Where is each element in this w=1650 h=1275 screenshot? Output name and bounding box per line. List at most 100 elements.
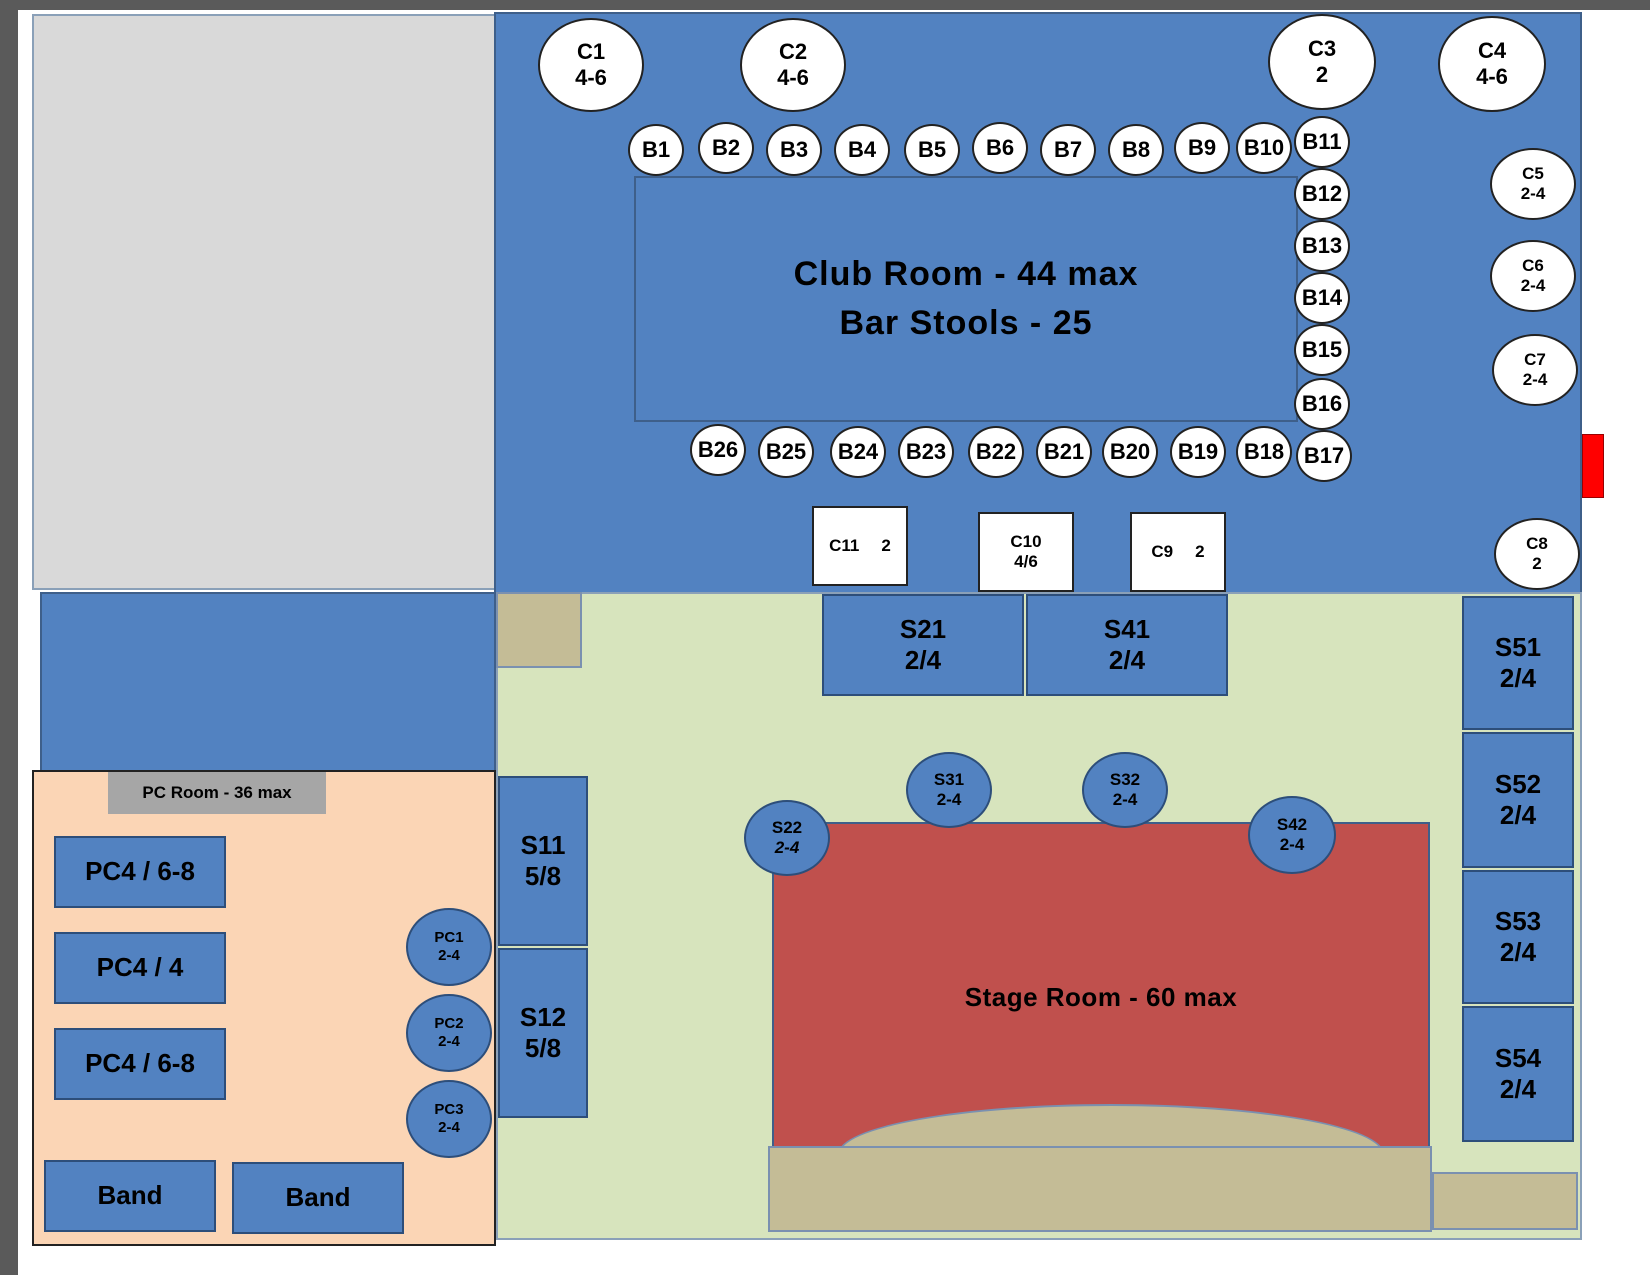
unused-area [32,14,496,590]
pc-table-pc1[interactable]: PC1 2-4 [406,908,492,986]
table-id: PC1 [434,929,464,946]
stool-label: B8 [1121,136,1151,162]
stage-table-s42[interactable]: S42 2-4 [1248,796,1336,874]
stool-label: B12 [1301,180,1343,206]
stage-table-s31[interactable]: S31 2-4 [906,752,992,828]
club-table-c6[interactable]: C6 2-4 [1490,240,1576,312]
club-table-c7[interactable]: C7 2-4 [1492,334,1578,406]
pc-table-pc2[interactable]: PC2 2-4 [406,994,492,1072]
band-area-1[interactable]: Band [44,1160,216,1232]
table-seats: 2-4 [1279,835,1305,854]
pc-table-1[interactable]: PC4 / 6-8 [54,836,226,908]
table-seats: 2-4 [936,790,962,809]
club-table-c4[interactable]: C4 4-6 [1438,16,1546,112]
bar-stool-b1[interactable]: B1 [628,124,684,176]
club-table-c8[interactable]: C8 2 [1494,518,1580,590]
band-area-2[interactable]: Band [232,1162,404,1234]
club-table-c1[interactable]: C1 4-6 [538,18,644,112]
stool-label: B18 [1243,438,1285,464]
hallway-area [40,592,496,772]
table-id: S41 [1103,613,1151,644]
stage-table-s32[interactable]: S32 2-4 [1082,752,1168,828]
stage-table-s53[interactable]: S53 2/4 [1462,870,1574,1004]
stool-label: B4 [847,136,877,162]
bar-stool-b10[interactable]: B10 [1236,122,1292,174]
bar-stool-b19[interactable]: B19 [1170,426,1226,478]
bar-stool-b17[interactable]: B17 [1296,430,1352,482]
stool-label: B19 [1177,438,1219,464]
table-id: C4 [1477,37,1507,63]
club-table-c3[interactable]: C3 2 [1268,14,1376,110]
bar-stool-b14[interactable]: B14 [1294,272,1350,324]
table-id: C7 [1524,349,1546,369]
stage-table-s51[interactable]: S51 2/4 [1462,596,1574,730]
club-room-title-block: Club Room - 44 max Bar Stools - 25 [634,250,1298,349]
stage-table-s41[interactable]: S41 2/4 [1026,594,1228,696]
stage-table-s54[interactable]: S54 2/4 [1462,1006,1574,1142]
stool-label: B2 [711,134,741,160]
table-id: C8 [1526,533,1548,553]
table-seats: 5/8 [524,861,562,891]
bar-stool-b9[interactable]: B9 [1174,122,1230,174]
window-frame-top [18,0,1650,10]
bar-stool-b21[interactable]: B21 [1036,426,1092,478]
bar-stool-b7[interactable]: B7 [1040,124,1096,176]
stage-table-s22[interactable]: S22 2-4 [744,800,830,876]
table-id: C1 [576,38,606,64]
table-id: S42 [1276,814,1308,834]
band-label: Band [285,1182,351,1213]
bar-stool-b13[interactable]: B13 [1294,220,1350,272]
table-seats: 2 [881,535,891,555]
table-id: S31 [933,769,965,789]
table-seats: 2-4 [1112,790,1138,809]
bar-stool-b4[interactable]: B4 [834,124,890,176]
table-seats: 2/4 [1499,663,1537,693]
bar-stool-b25[interactable]: B25 [758,426,814,478]
table-id: S51 [1494,631,1542,662]
club-table-c9[interactable]: C9 2 [1130,512,1226,592]
table-seats: 2/4 [1499,800,1537,830]
bar-stool-b15[interactable]: B15 [1294,324,1350,376]
club-table-c10[interactable]: C10 4/6 [978,512,1074,592]
stool-label: B11 [1302,128,1342,154]
table-seats: 2-4 [1520,184,1546,203]
club-table-c11[interactable]: C11 2 [812,506,908,586]
table-seats: 2/4 [1499,1074,1537,1104]
pc-table-2[interactable]: PC4 / 4 [54,932,226,1004]
pc-table-pc3[interactable]: PC3 2-4 [406,1080,492,1158]
bar-stool-b23[interactable]: B23 [898,426,954,478]
table-id: C9 [1151,541,1174,561]
bar-stool-b24[interactable]: B24 [830,426,886,478]
stage-table-s11[interactable]: S11 5/8 [498,776,588,946]
bar-stool-b3[interactable]: B3 [766,124,822,176]
club-table-c5[interactable]: C5 2-4 [1490,148,1576,220]
stage-table-s12[interactable]: S12 5/8 [498,948,588,1118]
bar-stool-b11[interactable]: B11 [1294,116,1350,168]
club-table-c2[interactable]: C2 4-6 [740,18,846,112]
table-label: PC4 / 4 [96,952,184,983]
bar-stool-b8[interactable]: B8 [1108,124,1164,176]
bar-stool-b26[interactable]: B26 [690,424,746,476]
stool-label: B16 [1301,390,1343,416]
stage-side-platform [1432,1172,1578,1230]
bar-stool-b22[interactable]: B22 [968,426,1024,478]
bar-stool-b2[interactable]: B2 [698,122,754,174]
table-seats: 2-4 [1522,370,1548,389]
stage-table-s21[interactable]: S21 2/4 [822,594,1024,696]
pc-table-3[interactable]: PC4 / 6-8 [54,1028,226,1100]
stool-label: B15 [1301,336,1343,362]
exit-marker [1582,434,1604,498]
stool-label: B5 [917,136,947,162]
bar-stool-b5[interactable]: B5 [904,124,960,176]
stage-platform [772,822,1430,1152]
table-seats: 2-4 [438,947,460,964]
bar-stool-b16[interactable]: B16 [1294,378,1350,430]
table-seats: 4-6 [1476,64,1508,89]
bar-stool-b18[interactable]: B18 [1236,426,1292,478]
bar-stool-b20[interactable]: B20 [1102,426,1158,478]
stool-label: B3 [779,136,809,162]
bar-stool-b6[interactable]: B6 [972,122,1028,174]
stool-label: B22 [975,438,1017,464]
bar-stool-b12[interactable]: B12 [1294,168,1350,220]
stage-table-s52[interactable]: S52 2/4 [1462,732,1574,868]
